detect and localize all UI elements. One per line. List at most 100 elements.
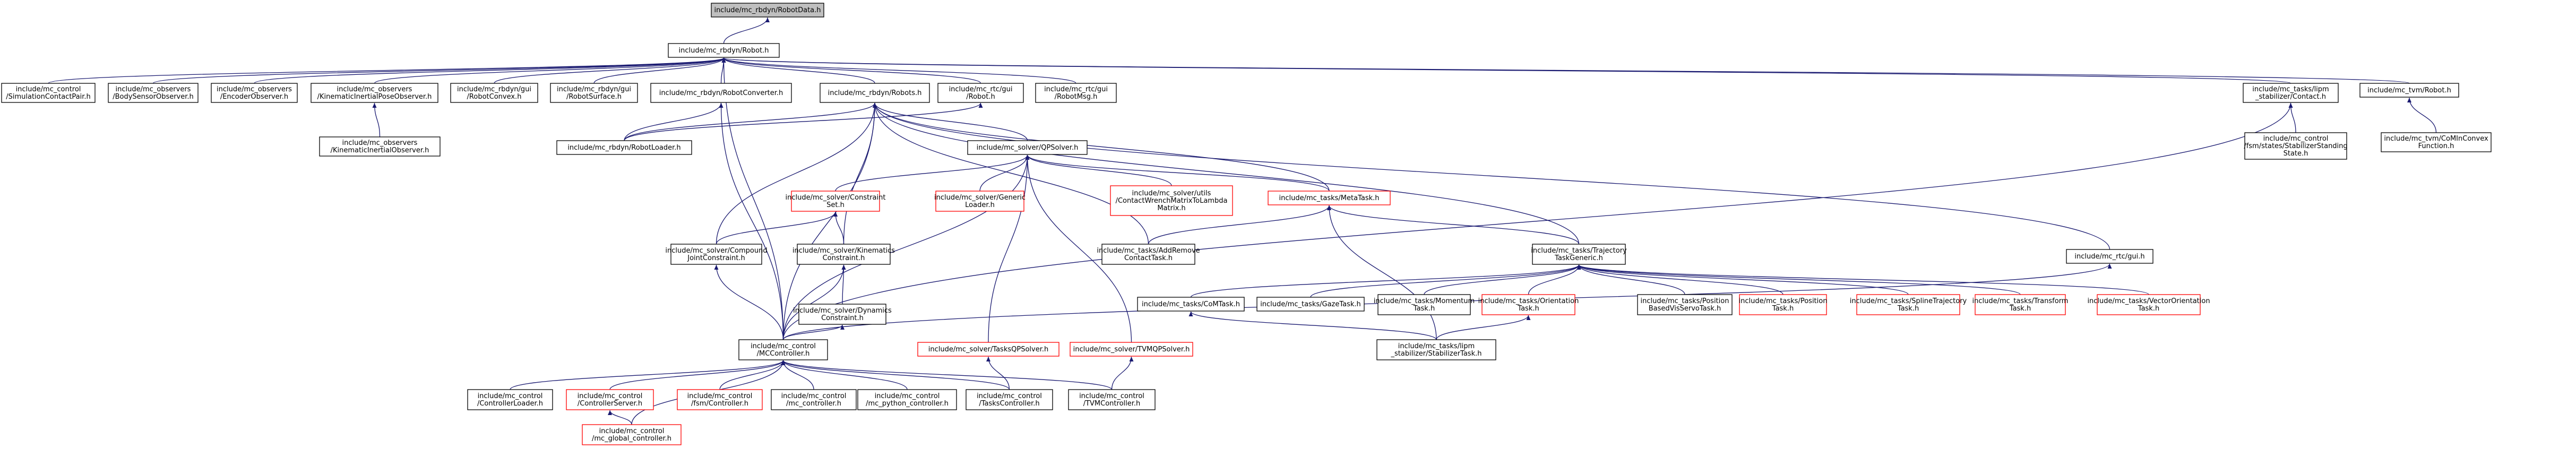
node-box xyxy=(1068,389,1156,410)
node-label-line: JointConstraint.h xyxy=(687,254,745,262)
node-label-line: include/mc_tasks/Position xyxy=(1641,297,1729,305)
edge-mccontroller-to-kinematics-constraint xyxy=(782,264,846,340)
edge-mccontroller-to-lipm-contact xyxy=(782,102,2293,340)
node-mccontroller[interactable]: include/mc_control/MCController.h xyxy=(738,339,828,360)
node-controller-loader[interactable]: include/mc_control/ControllerLoader.h xyxy=(467,389,553,410)
edge-robot-loader-to-robot-converter xyxy=(624,102,723,141)
node-position-based-vis-servo-task[interactable]: include/mc_tasks/PositionBasedVisServoTa… xyxy=(1637,294,1733,315)
node-fsmcontroller[interactable]: include/mc_control/fsm/Controller.h xyxy=(677,389,763,410)
node-box xyxy=(670,244,762,265)
node-label-line: include/mc_tasks/GazeTask.h xyxy=(1260,300,1361,308)
node-label-line: Task.h xyxy=(1413,305,1435,313)
node-label-line: /KinematicInertialObserver.h xyxy=(331,146,429,154)
node-mc-python-controller[interactable]: include/mc_control/mc_python_controller.… xyxy=(857,389,957,410)
node-label-line: include/mc_solver/QPSolver.h xyxy=(977,144,1079,152)
node-contact-wrench-matrix-to-lambda-matrix[interactable]: include/mc_solver/utils/ContactWrenchMat… xyxy=(1110,185,1233,216)
node-label-line: /ControllerServer.h xyxy=(578,400,642,408)
node-label-line: include/mc_observers xyxy=(217,85,292,93)
node-box xyxy=(677,389,763,410)
node-rtc-gui[interactable]: include/mc_rtc/gui.h xyxy=(2066,249,2153,264)
edge-position-task-to-trajectory-task-generic xyxy=(1576,264,1784,295)
node-label-line: Task.h xyxy=(2138,305,2159,313)
edge-mccontroller-to-robot-converter xyxy=(719,102,784,340)
node-stabilizer-task[interactable]: include/mc_tasks/lipm_stabilizer/Stabili… xyxy=(1376,339,1496,360)
node-box xyxy=(937,83,1024,103)
node-robot-convex[interactable]: include/mc_rbdyn/gui/RobotConvex.h xyxy=(450,83,538,103)
node-gaze-task[interactable]: include/mc_tasks/GazeTask.h xyxy=(1256,297,1365,312)
edge-spline-trajectory-task-to-trajectory-task-generic xyxy=(1576,264,1909,295)
node-label-line: Set.h xyxy=(826,201,845,209)
node-robot[interactable]: include/mc_rbdyn/Robot.h xyxy=(668,43,780,58)
edge-mccontroller-to-robot xyxy=(721,57,784,340)
node-kinematic-inertial-pose-observer[interactable]: include/mc_observers/KinematicInertialPo… xyxy=(311,83,438,103)
node-rtc-robot[interactable]: include/mc_rtc/gui/Robot.h xyxy=(937,83,1024,103)
node-lipm-contact[interactable]: include/mc_tasks/lipm_stabilizer/Contact… xyxy=(2243,83,2339,103)
node-tvm-robot[interactable]: include/mc_tvm/Robot.h xyxy=(2359,83,2459,98)
node-label-line: include/mc_rtc/gui.h xyxy=(2074,253,2144,261)
edge-stabilizer-standing-state-to-lipm-contact xyxy=(2288,102,2296,133)
node-box xyxy=(2381,132,2492,152)
edge-kinematics-constraint-to-constraint-set xyxy=(833,211,845,245)
node-label-line: include/mc_tasks/Momentum xyxy=(1374,297,1475,305)
node-label-line: include/mc_control xyxy=(875,392,940,400)
node-box xyxy=(1975,294,2066,315)
node-box xyxy=(798,304,886,325)
node-co-mtask[interactable]: include/mc_tasks/CoMTask.h xyxy=(1137,297,1245,312)
node-label-line: include/mc_control xyxy=(1079,392,1144,400)
node-label-line: include/mc_tasks/AddRemove xyxy=(1097,247,1200,255)
node-box xyxy=(2097,294,2201,315)
node-box xyxy=(1376,339,1496,360)
node-tvmcontroller[interactable]: include/mc_control/TVMController.h xyxy=(1068,389,1156,410)
node-qpsolver[interactable]: include/mc_solver/QPSolver.h xyxy=(967,140,1088,155)
node-robot-msg[interactable]: include/mc_rtc/gui/RobotMsg.h xyxy=(1035,83,1117,103)
node-robots[interactable]: include/mc_rbdyn/Robots.h xyxy=(820,83,930,103)
node-label-line: include/mc_rbdyn/RobotConverter.h xyxy=(659,89,783,97)
node-meta-task[interactable]: include/mc_tasks/MetaTask.h xyxy=(1268,191,1391,205)
node-controller-server[interactable]: include/mc_control/ControllerServer.h xyxy=(566,389,654,410)
node-stabilizer-standing-state[interactable]: include/mc_control/fsm/states/Stabilizer… xyxy=(2244,132,2348,160)
node-tasks-controller[interactable]: include/mc_control/TasksController.h xyxy=(966,389,1053,410)
edge-mccontroller-to-robots xyxy=(782,102,877,340)
node-label-line: include/mc_tasks/Transform xyxy=(1972,297,2069,305)
node-label-line: include/mc_solver/TVMQPSolver.h xyxy=(1073,346,1190,353)
edge-tasks-qpsolver-to-qpsolver xyxy=(988,154,1030,343)
node-robot-converter[interactable]: include/mc_rbdyn/RobotConverter.h xyxy=(650,83,792,103)
node-label-line: include/mc_solver/Dynamics xyxy=(793,307,892,315)
node-body-sensor-observer[interactable]: include/mc_observers/BodySensorObserver.… xyxy=(108,83,199,103)
edge-tasks-controller-to-mccontroller xyxy=(781,360,1010,390)
node-kinematic-inertial-observer[interactable]: include/mc_observers/KinematicInertialOb… xyxy=(319,136,441,157)
node-compound-joint-constraint[interactable]: include/mc_solver/CompoundJointConstrain… xyxy=(665,244,768,265)
node-simulation-contact-pair[interactable]: include/mc_control/SimulationContactPair… xyxy=(1,83,96,103)
edge-tvmcontroller-to-mccontroller xyxy=(781,360,1113,390)
node-label-line: include/mc_observers xyxy=(342,139,418,147)
edge-co-mtask-to-trajectory-task-generic xyxy=(1190,264,1581,298)
edge-add-remove-contact-task-to-robots xyxy=(873,102,1149,245)
node-label-line: include/mc_control xyxy=(578,392,643,400)
node-box xyxy=(1137,297,1245,312)
node-label-line: /fsm/states/StabilizerStanding xyxy=(2244,142,2347,150)
node-mc-controller[interactable]: include/mc_control/mc_controller.h xyxy=(771,389,857,410)
node-robot-loader[interactable]: include/mc_rbdyn/RobotLoader.h xyxy=(556,140,692,155)
edge-constraint-set-to-qpsolver xyxy=(835,154,1030,192)
node-encoder-observer[interactable]: include/mc_observers/EncoderObserver.h xyxy=(211,83,298,103)
node-label-line: include/mc_tasks/CoMTask.h xyxy=(1142,300,1240,308)
node-tvmqpsolver[interactable]: include/mc_solver/TVMQPSolver.h xyxy=(1070,342,1193,357)
node-box xyxy=(820,83,930,103)
node-box xyxy=(211,83,298,103)
node-mc-global-controller[interactable]: include/mc_control/mc_global_controller.… xyxy=(582,424,682,445)
node-robot-surface[interactable]: include/mc_rbdyn/gui/RobotSurface.h xyxy=(550,83,638,103)
node-tasks-qpsolver[interactable]: include/mc_solver/TasksQPSolver.h xyxy=(917,342,1059,357)
